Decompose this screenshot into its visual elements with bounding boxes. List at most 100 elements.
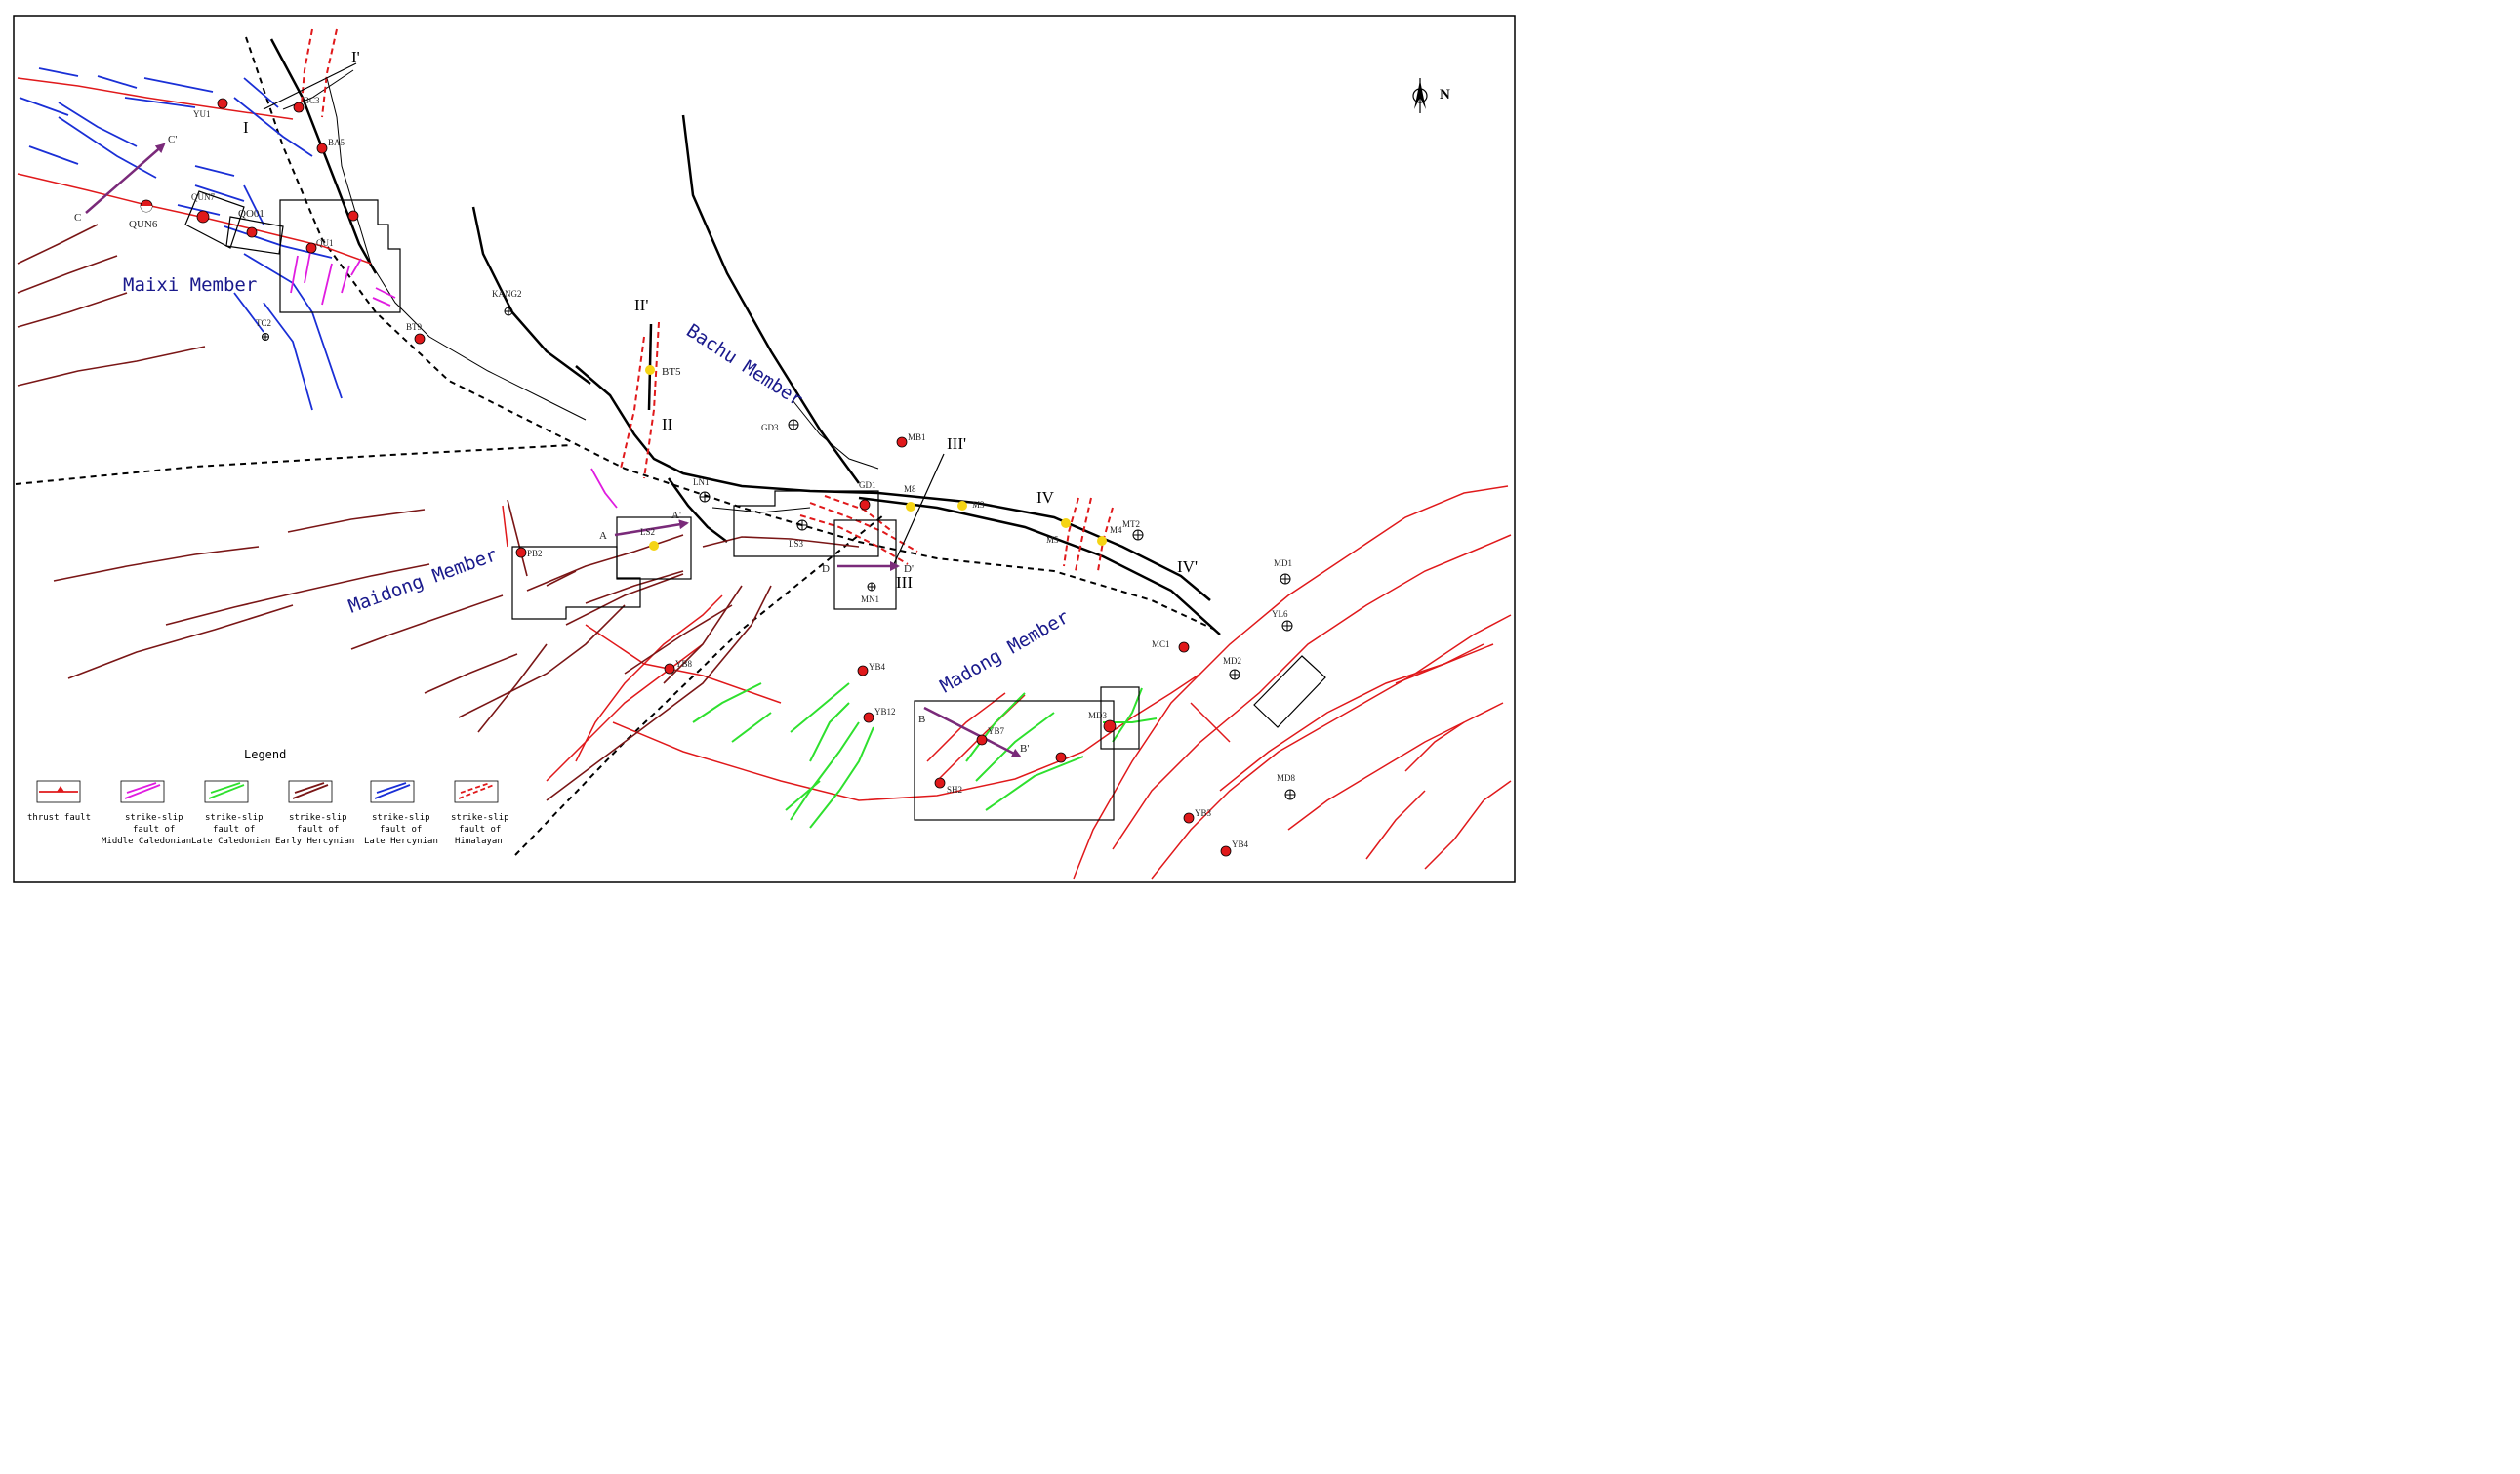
svg-text:strike-slip: strike-slip (372, 813, 430, 823)
section-label-D: D (822, 563, 830, 575)
svg-text:M4: M4 (1110, 525, 1122, 535)
svg-text:QUN6: QUN6 (129, 219, 158, 230)
svg-text:BT5: BT5 (662, 366, 681, 378)
well-unlabeled-1 (347, 210, 359, 222)
section-label-IV: IV (1036, 488, 1055, 507)
legend: Legend thrust fault strike-slip fault of… (27, 748, 509, 846)
thrust-faults (17, 77, 1512, 880)
svg-text:BA5: BA5 (328, 138, 345, 147)
map-frame (13, 15, 1516, 883)
svg-text:strike-slip: strike-slip (205, 813, 264, 823)
svg-text:Early Hercynian: Early Hercynian (275, 837, 354, 846)
section-label-I: I (243, 118, 249, 137)
section-label-C-prime: C' (168, 134, 177, 145)
well-LS2: LS2 (640, 527, 659, 551)
section-label-II-prime: II' (634, 296, 648, 314)
late-caledonian-faults (692, 682, 1158, 829)
svg-text:fault of: fault of (459, 825, 501, 835)
well-PB2: PB2 (515, 547, 543, 558)
north-label: N (1440, 87, 1450, 102)
well-GD3: GD3 (761, 419, 799, 432)
well-MD8: MD8 (1277, 773, 1296, 800)
well-QUN7: QUN7 (191, 192, 215, 224)
svg-text:fault of: fault of (133, 825, 175, 835)
svg-text:M8: M8 (904, 484, 916, 494)
well-MB1: MB1 (896, 432, 926, 448)
svg-text:LS3: LS3 (789, 539, 804, 549)
well-QU1: QU1 (305, 238, 334, 254)
well-YB8: YB8 (664, 659, 693, 675)
well-M5: M5 (1046, 518, 1071, 545)
svg-text:Himalayan: Himalayan (455, 837, 503, 846)
himalayan-faults (300, 28, 1114, 572)
well-MD2: MD2 (1223, 656, 1241, 680)
svg-text:MB1: MB1 (908, 432, 926, 442)
svg-text:LN1: LN1 (693, 477, 710, 487)
svg-text:TC2: TC2 (256, 318, 271, 328)
well-BC3: BC3 (293, 96, 320, 113)
svg-text:BC3: BC3 (304, 96, 320, 105)
section-label-B: B (918, 714, 925, 725)
svg-text:Middle Caledonian: Middle Caledonian (102, 837, 191, 846)
well-BA5: BA5 (316, 138, 345, 154)
member-label-maidong: Maidong Member (345, 544, 500, 617)
section-labels: I I' II II' III III' IV IV' A A' B B' C … (74, 48, 1198, 755)
svg-text:MD3: MD3 (1088, 711, 1108, 720)
svg-text:thrust fault: thrust fault (27, 813, 91, 823)
svg-text:YL6: YL6 (1272, 609, 1288, 619)
section-label-I-prime: I' (351, 48, 360, 66)
svg-text:LS2: LS2 (640, 527, 655, 537)
well-YB4-b: YB4 (1220, 839, 1249, 857)
legend-item-thrust: thrust fault (27, 780, 91, 823)
well-LN1: LN1 (693, 477, 711, 503)
svg-text:strike-slip: strike-slip (125, 813, 183, 823)
section-label-A-prime: A' (671, 510, 681, 521)
svg-text:YU1: YU1 (193, 109, 211, 119)
well-SH2: SH2 (934, 777, 962, 795)
member-label-maixi: Maixi Member (123, 274, 257, 296)
svg-text:GD3: GD3 (761, 423, 779, 432)
svg-text:QU1: QU1 (316, 238, 334, 248)
main-faults-black (269, 38, 1221, 635)
svg-text:PB2: PB2 (527, 549, 543, 558)
legend-item-late-hercynian: strike-slip fault of Late Hercynian (364, 780, 438, 846)
svg-text:fault of: fault of (213, 825, 255, 835)
svg-text:YB7: YB7 (988, 726, 1005, 736)
well-YB3: YB3 (1183, 808, 1212, 824)
svg-text:M5: M5 (1046, 535, 1059, 545)
well-QO01: QO01 (238, 208, 264, 238)
wells-red: YU1 BC3 BA5 QUN6 QUN7 QO01 QU1 BT9 MB1 G… (129, 96, 1249, 857)
legend-item-himalayan: strike-slip fault of Himalayan (451, 780, 509, 846)
svg-text:YB8: YB8 (675, 659, 693, 669)
svg-text:YB4: YB4 (1232, 839, 1249, 849)
section-label-IV-prime: IV' (1177, 557, 1198, 576)
member-label-bachu: Bachu Member (682, 320, 806, 411)
svg-text:MD2: MD2 (1223, 656, 1241, 666)
svg-text:YB3: YB3 (1195, 808, 1212, 818)
well-KANG2: KANG2 (492, 289, 522, 316)
svg-text:QUN7: QUN7 (191, 192, 215, 202)
thin-faults-black (282, 69, 879, 513)
svg-text:KANG2: KANG2 (492, 289, 522, 299)
section-label-II: II (662, 415, 673, 433)
well-YB4-a: YB4 (857, 662, 886, 676)
well-MD1: MD1 (1274, 558, 1292, 585)
section-label-D-prime: D' (904, 563, 914, 575)
well-M3: M3 (957, 500, 985, 511)
svg-text:M3: M3 (972, 500, 985, 510)
member-boundaries (15, 36, 1216, 856)
profile-arrows (85, 143, 1022, 758)
well-BT9: BT9 (406, 322, 426, 345)
north-arrow-icon: N (1412, 78, 1450, 113)
svg-text:YB4: YB4 (869, 662, 886, 672)
well-M8: M8 (904, 484, 916, 512)
well-MT2: MT2 (1122, 519, 1144, 541)
svg-text:QO01: QO01 (238, 208, 264, 220)
well-YL6: YL6 (1272, 609, 1293, 632)
section-label-B-prime: B' (1020, 743, 1029, 755)
svg-text:MD1: MD1 (1274, 558, 1292, 568)
svg-text:BT9: BT9 (406, 322, 423, 332)
svg-text:MT2: MT2 (1122, 519, 1140, 529)
well-YB12: YB12 (863, 707, 896, 723)
section-label-III: III (896, 573, 913, 592)
